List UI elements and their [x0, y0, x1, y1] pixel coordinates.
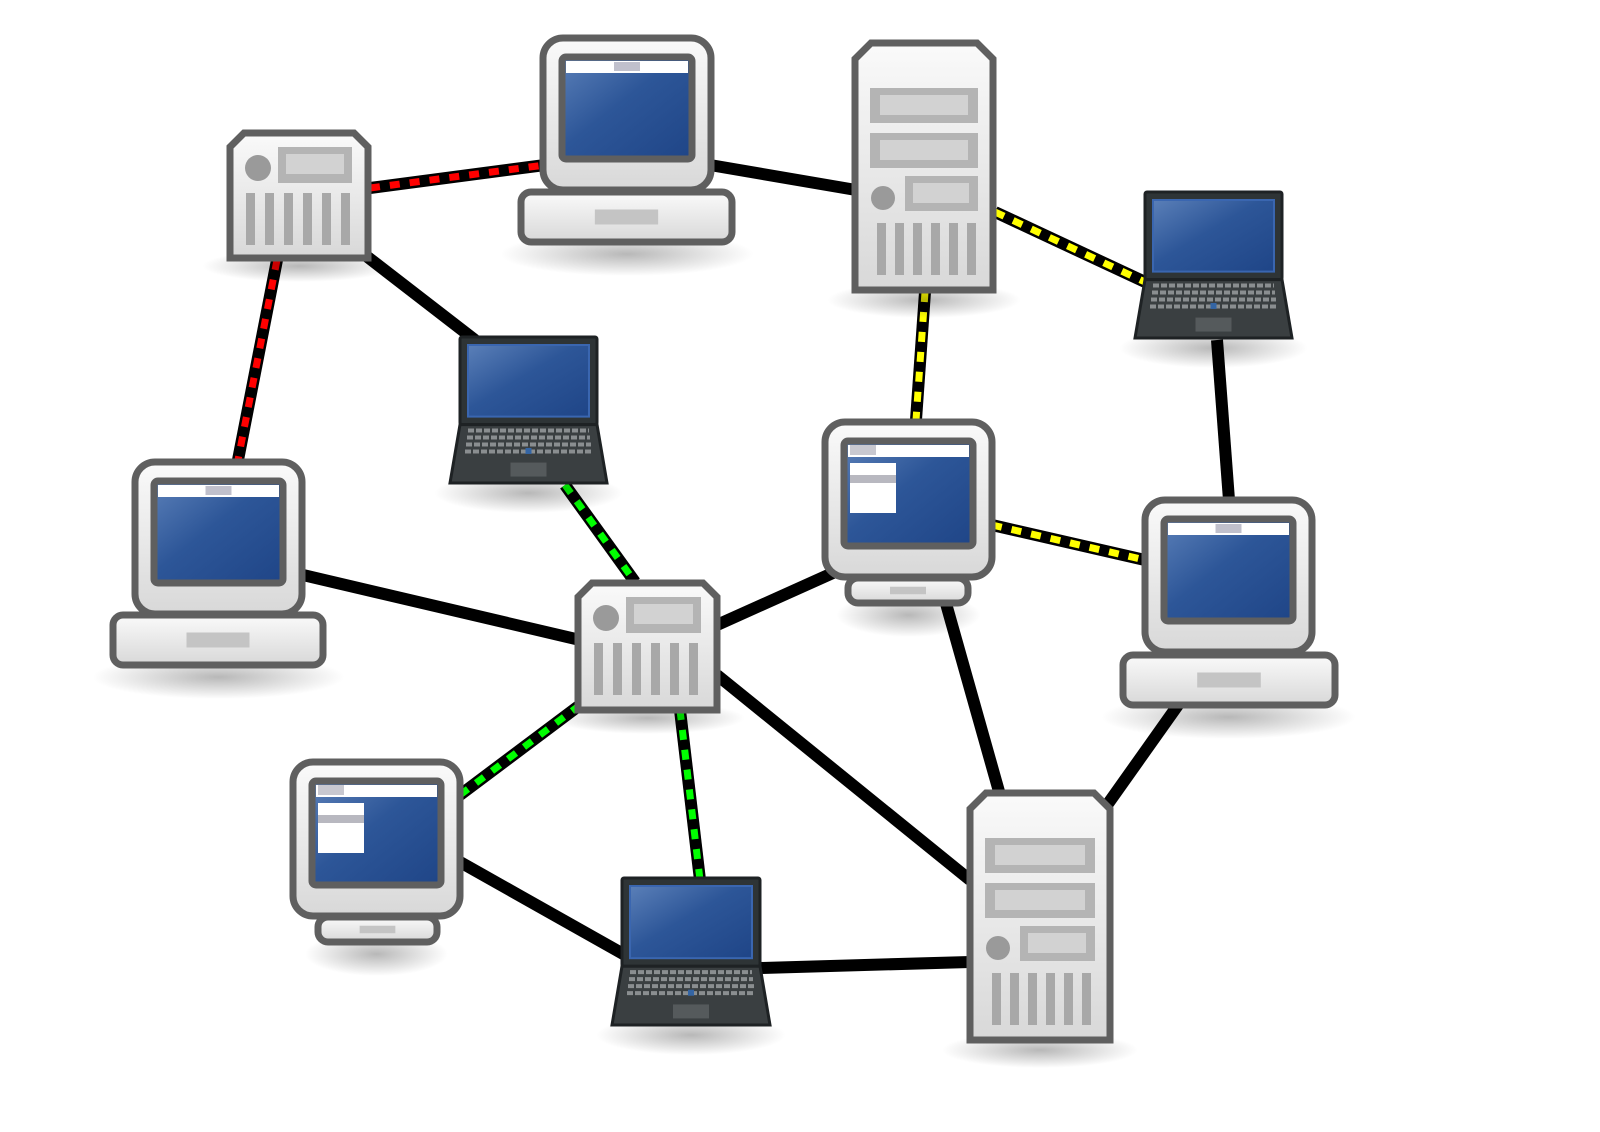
node-desktop-middle	[821, 418, 996, 637]
screen	[629, 885, 753, 960]
nodes-layer	[92, 34, 1356, 1068]
node-tower-top	[827, 39, 1021, 318]
screen-titlebar	[316, 785, 437, 797]
power-button-icon	[986, 936, 1010, 960]
screen	[467, 344, 590, 418]
link-server-small-center-to-tower-bottom	[713, 670, 974, 885]
link-dash-red	[234, 259, 281, 461]
link-desktop-middle-to-tower-bottom	[939, 598, 1006, 797]
link-server-small-center-to-desktop-middle	[714, 566, 838, 631]
node-server-small-center	[550, 579, 745, 734]
touchpad	[510, 462, 547, 477]
node-desktop-bottom-left	[289, 758, 464, 976]
link-server-small-center-to-laptop-bottom	[674, 709, 706, 881]
node-server-small-a	[202, 129, 396, 282]
app-window	[318, 803, 364, 853]
link-dash-yellow	[991, 521, 1146, 564]
drive-slot	[1197, 672, 1261, 688]
screen	[150, 477, 287, 587]
link-tower-top-to-laptop-top-right	[992, 206, 1148, 288]
screen	[558, 53, 696, 163]
power-button-icon	[245, 155, 271, 181]
node-desktop-top	[500, 34, 754, 276]
screen	[1160, 515, 1297, 625]
drive-slot	[890, 586, 926, 595]
screen-titlebar	[848, 445, 969, 457]
touchpad	[673, 1004, 709, 1019]
drive-slot	[594, 209, 659, 225]
link-dash-red	[369, 161, 546, 192]
link-desktop-top-to-tower-top	[708, 159, 858, 196]
touchpad	[1195, 317, 1232, 332]
drive-slot	[359, 925, 396, 934]
link-dash-green	[676, 709, 704, 881]
link-dash-yellow	[993, 208, 1147, 286]
app-window	[850, 463, 896, 513]
link-server-small-a-to-desktop-top	[369, 159, 546, 194]
link-server-small-a-to-desktop-left	[232, 258, 283, 462]
node-laptop-top-right	[1119, 190, 1308, 368]
power-button-icon	[871, 186, 895, 210]
power-button-icon	[593, 605, 619, 631]
drive-slot	[186, 632, 250, 648]
link-desktop-bottom-left-to-laptop-bottom	[457, 856, 628, 961]
node-desktop-left	[92, 458, 345, 699]
link-desktop-middle-to-desktop-right	[990, 519, 1147, 566]
link-laptop-bottom-to-tower-bottom	[759, 956, 971, 974]
screen	[1152, 199, 1275, 273]
links-layer	[232, 159, 1235, 974]
node-desktop-right	[1101, 496, 1356, 739]
link-desktop-left-to-server-small-center	[301, 569, 582, 646]
node-laptop-bottom	[596, 876, 786, 1055]
node-tower-bottom	[942, 789, 1138, 1068]
node-laptop-middle	[434, 335, 623, 513]
